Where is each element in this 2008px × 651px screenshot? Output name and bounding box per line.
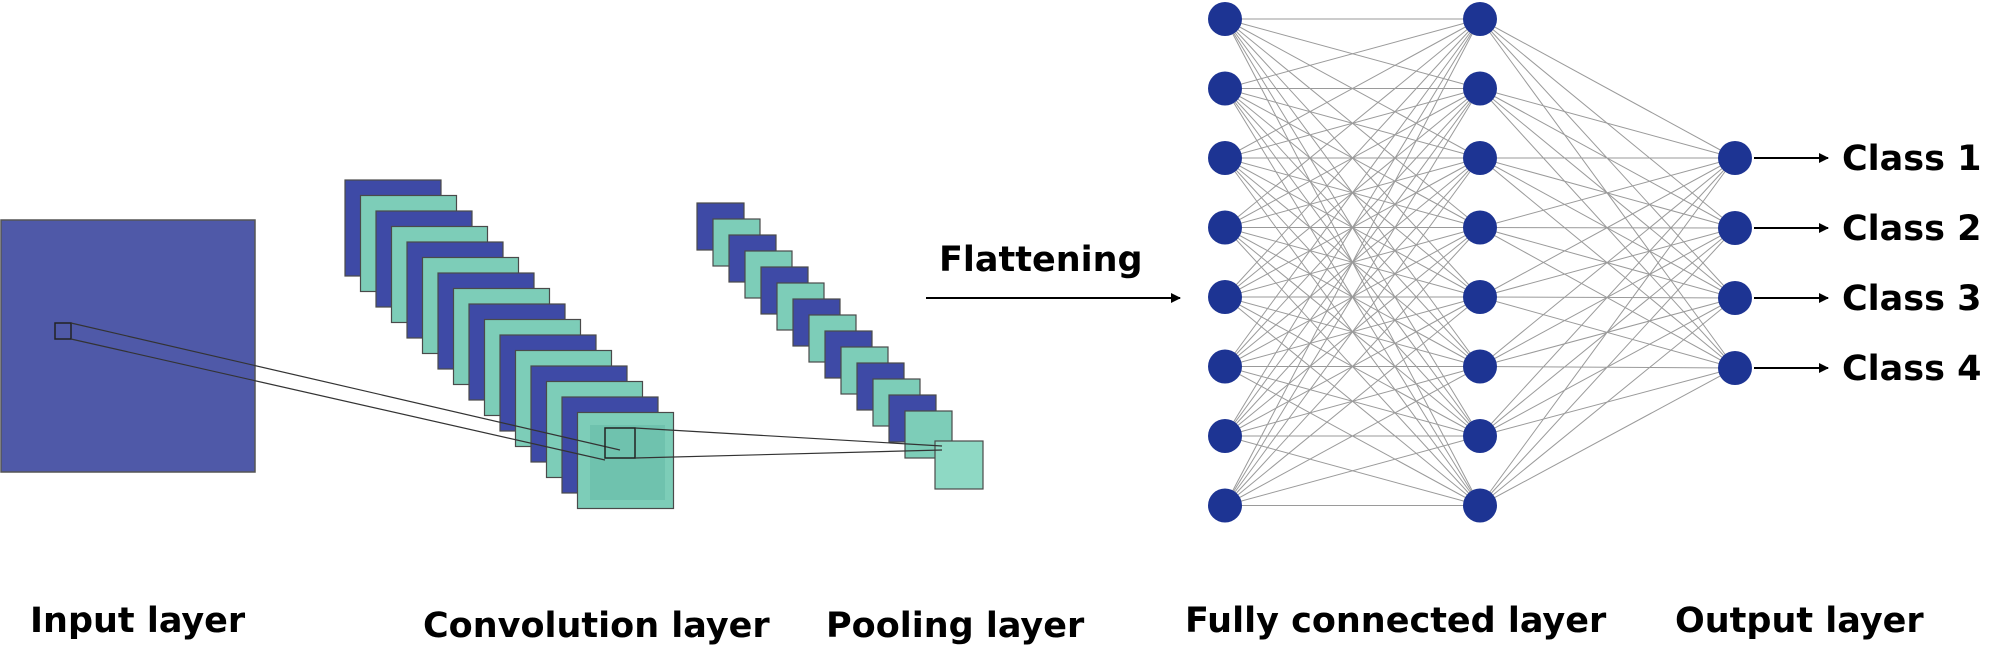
network-edge xyxy=(1479,157,1736,228)
fc1-node xyxy=(1208,210,1242,245)
pooling-layer-label: Pooling layer xyxy=(826,606,1085,646)
input-layer xyxy=(0,219,256,473)
network-edge xyxy=(1224,157,1481,506)
network-edge xyxy=(1479,157,1736,367)
fc1-node xyxy=(1208,141,1242,175)
network-edge xyxy=(1224,366,1481,506)
fc1-node xyxy=(1208,71,1242,106)
network-edge xyxy=(1479,227,1736,506)
fc1-node xyxy=(1208,280,1242,314)
pooling-feature-maps xyxy=(696,202,984,490)
projection-line xyxy=(70,338,606,461)
network-edge xyxy=(1224,88,1481,506)
network-edge xyxy=(1224,227,1481,506)
fc2-node xyxy=(1463,210,1497,245)
fc2-node xyxy=(1463,71,1497,106)
projection-line xyxy=(634,449,943,459)
fc2-node xyxy=(1463,419,1497,453)
fc1-node xyxy=(1208,2,1242,36)
fc2-node xyxy=(1463,280,1497,314)
class-label: Class 4 xyxy=(1842,349,1982,389)
network-connections xyxy=(1224,18,1736,506)
input-layer-label: Input layer xyxy=(30,601,246,641)
projection-line xyxy=(70,322,621,451)
network-edge xyxy=(1224,18,1481,367)
fc2-node xyxy=(1463,141,1497,175)
output-node xyxy=(1718,211,1752,245)
flattening: Flattening xyxy=(926,240,1181,303)
receptive-field-box xyxy=(54,322,72,340)
network-edge xyxy=(1479,367,1736,506)
fc1-node xyxy=(1208,349,1242,384)
network-edge xyxy=(1479,88,1736,159)
convolution-layer-label: Convolution layer xyxy=(423,606,770,646)
network-edge xyxy=(1479,297,1736,506)
conv-feature-map-inner xyxy=(590,425,665,500)
network-edge xyxy=(1224,296,1481,506)
network-edge xyxy=(1479,157,1736,506)
network-edge xyxy=(1224,18,1481,159)
network-edge xyxy=(1479,157,1736,298)
network-edge xyxy=(1479,18,1736,159)
fc2-node xyxy=(1463,349,1497,384)
network-edge xyxy=(1224,18,1481,506)
projection-line xyxy=(634,427,943,447)
input-image xyxy=(0,219,256,473)
network-edge xyxy=(1224,18,1481,89)
conv-kernel-box xyxy=(604,427,636,459)
fc1-node xyxy=(1208,419,1242,453)
fc2-node xyxy=(1463,488,1497,523)
network-edge xyxy=(1224,435,1481,506)
convolution-feature-maps xyxy=(344,179,675,510)
pool-feature-map xyxy=(934,440,984,490)
network-edge xyxy=(1224,18,1481,298)
class-label: Class 3 xyxy=(1842,279,1982,319)
fully-connected-layer-label: Fully connected layer xyxy=(1185,601,1607,641)
class-label: Class 2 xyxy=(1842,209,1982,249)
projection-lines xyxy=(70,322,943,461)
network-edge xyxy=(1224,18,1481,437)
network-nodes xyxy=(1208,2,1752,523)
network-edge xyxy=(1224,18,1481,228)
output-node xyxy=(1718,351,1752,385)
output-node xyxy=(1718,141,1752,175)
output-node xyxy=(1718,281,1752,315)
flattening-label: Flattening xyxy=(939,240,1143,280)
class-outputs: Class 1 Class 2 Class 3 Class 4 xyxy=(1754,139,1982,389)
output-layer-label: Output layer xyxy=(1675,601,1924,641)
network-edge xyxy=(1479,157,1736,437)
fc1-node xyxy=(1208,488,1242,523)
fc2-node xyxy=(1463,2,1497,36)
class-label: Class 1 xyxy=(1842,139,1982,179)
